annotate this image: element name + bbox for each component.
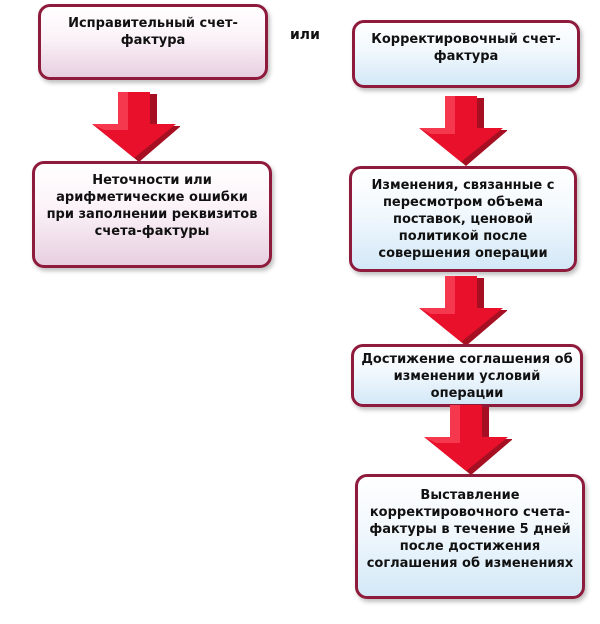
arrow-down-icon [419, 276, 507, 346]
or-label: или [290, 27, 320, 43]
box-agreement: Достижение соглашения об изменении услов… [351, 344, 583, 407]
box-changes-reason-text: Изменения, связанные с пересмотром объем… [371, 178, 555, 261]
box-errors-reason: Неточности или арифметические ошибки при… [32, 161, 272, 268]
box-issue-adjustment: Выставление корректировочного счета-факт… [355, 474, 585, 599]
box-corrective-invoice-text: Исправительный счет-фактура [68, 16, 238, 48]
box-adjustment-invoice-text: Корректировочный счет-фактура [371, 32, 561, 64]
box-issue-adjustment-text: Выставление корректировочного счета-факт… [366, 488, 574, 571]
box-corrective-invoice: Исправительный счет-фактура [38, 4, 268, 80]
arrow-down-icon [419, 96, 507, 166]
arrow-down-icon [92, 92, 180, 162]
box-changes-reason: Изменения, связанные с пересмотром объем… [349, 166, 577, 272]
box-errors-reason-text: Неточности или арифметические ошибки при… [46, 173, 258, 239]
arrow-down-icon [424, 405, 512, 475]
box-adjustment-invoice: Корректировочный счет-фактура [352, 20, 580, 88]
box-agreement-text: Достижение соглашения об изменении услов… [361, 352, 573, 401]
